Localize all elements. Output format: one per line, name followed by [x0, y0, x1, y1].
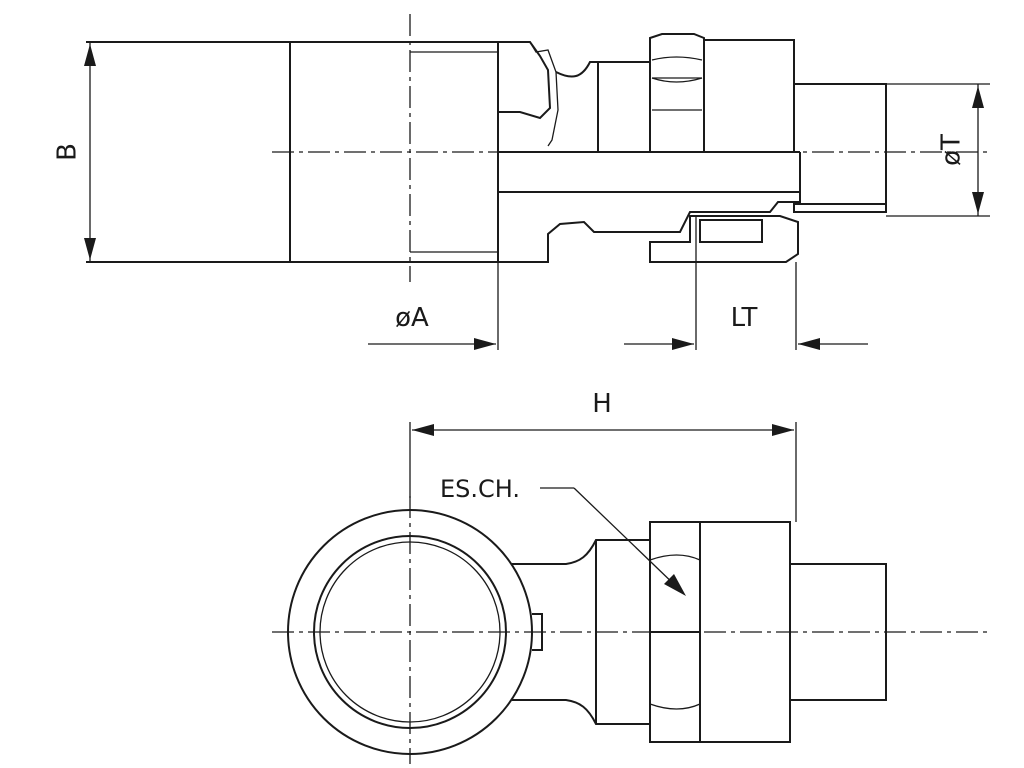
leader-esch: ES.CH. — [440, 475, 686, 596]
hex-nut-lower-section — [649, 215, 799, 263]
top-section-view: B øT øA LT — [53, 14, 990, 350]
label-h: H — [592, 389, 612, 419]
knurled-ring-upper — [703, 39, 795, 153]
hex-nut-upper — [649, 33, 705, 153]
dimension-h: H — [409, 389, 797, 522]
label-b: B — [53, 143, 83, 161]
seal-ring — [699, 219, 763, 243]
collar-upper-section — [497, 41, 552, 120]
tube-wall-section — [793, 203, 887, 213]
label-esch: ES.CH. — [440, 475, 520, 503]
dimension-oa: øA — [368, 262, 499, 350]
dimension-ot: øT — [886, 83, 990, 217]
label-ot: øT — [937, 134, 967, 166]
dimension-lt: LT — [624, 216, 868, 350]
tube-end-upper — [794, 83, 887, 213]
bottom-exterior-view: H ES.CH. — [272, 389, 990, 764]
body-lower-section — [497, 191, 801, 263]
dimension-b: B — [53, 42, 96, 262]
label-lt: LT — [731, 303, 758, 333]
label-oa: øA — [395, 303, 429, 333]
neck-upper — [555, 61, 650, 78]
